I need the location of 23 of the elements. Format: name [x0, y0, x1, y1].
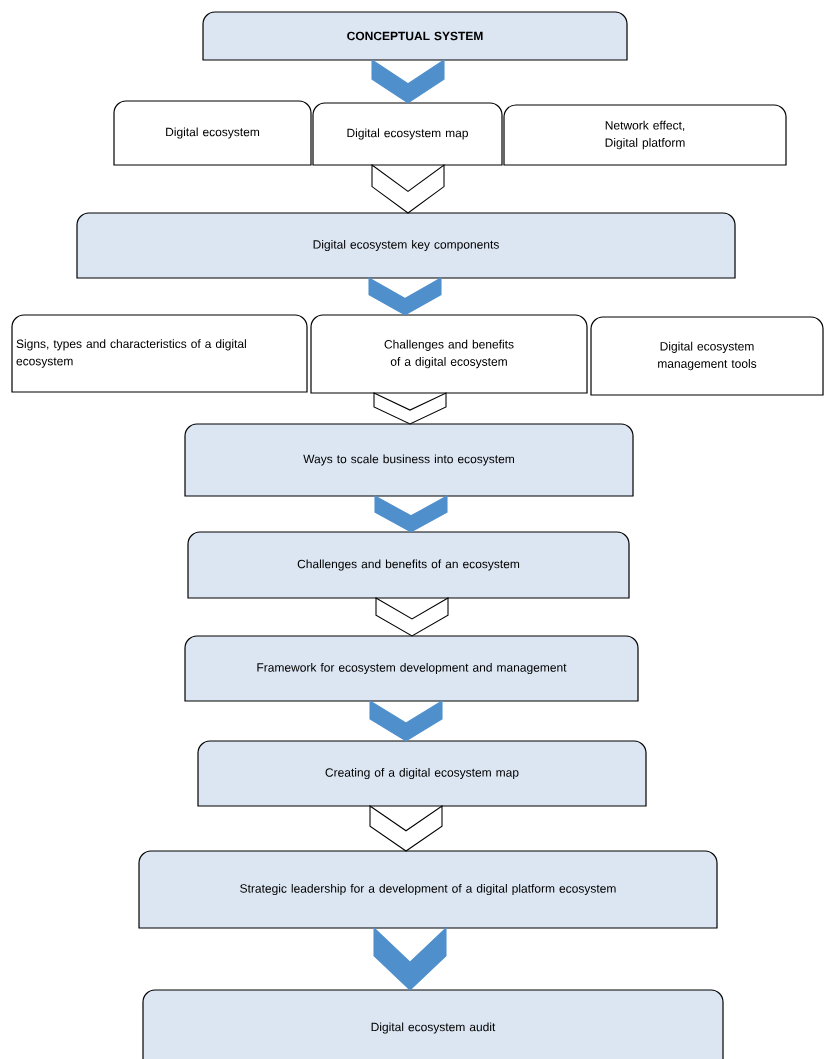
process-box: Network effect, Digital platform — [503, 104, 787, 166]
process-box: CONCEPTUAL SYSTEM — [202, 11, 628, 61]
process-box: Creating of a digital ecosystem map — [197, 740, 647, 807]
process-box: Digital ecosystem — [113, 100, 312, 166]
chevron-arrow — [369, 700, 443, 742]
process-box: Challenges and benefits of an ecosystem — [187, 531, 630, 599]
process-box: Strategic leadership for a development of a digital platform ecosystem — [138, 850, 718, 929]
process-box: Digital ecosystem management tools — [590, 316, 824, 396]
process-box: Digital ecosystem audit — [142, 989, 724, 1059]
chevron-arrow — [371, 59, 445, 104]
process-box: Challenges and benefits of a digital ecosystem — [310, 314, 588, 394]
chevron-arrow — [368, 277, 442, 316]
chevron-arrow — [375, 597, 449, 637]
chevron-arrow — [374, 495, 448, 533]
process-box: Signs, types and characteristics of a digital ecosystem — [11, 314, 308, 393]
process-box: Framework for ecosystem development and management — [184, 635, 639, 702]
chevron-arrow — [371, 163, 445, 214]
chevron-arrow — [369, 805, 443, 852]
chevron-arrow — [373, 392, 447, 425]
process-box: Digital ecosystem map — [312, 102, 503, 166]
process-box: Ways to scale business into ecosystem — [184, 423, 634, 497]
chevron-arrow — [373, 926, 447, 991]
process-box: Digital ecosystem key components — [76, 212, 736, 279]
